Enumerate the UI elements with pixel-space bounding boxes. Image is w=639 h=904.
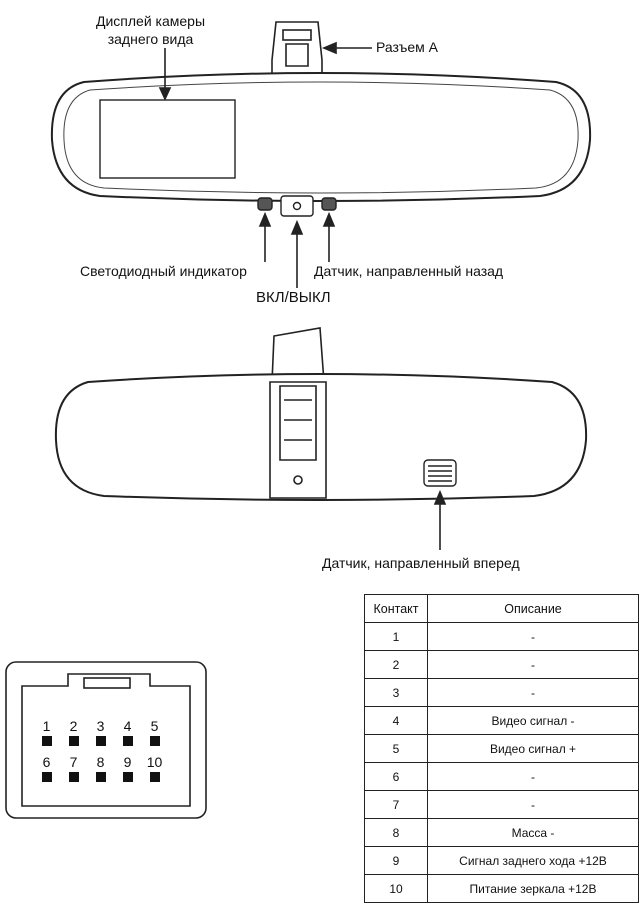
table-row: 2- [364, 650, 639, 679]
pin-number: 4 [123, 718, 132, 734]
rear-sensor-icon [321, 197, 337, 211]
connector-a-label: Разъем А [376, 39, 439, 55]
description-cell: Масса - [427, 818, 639, 847]
connector-a-mount [271, 21, 323, 77]
pin-number: 6 [42, 754, 51, 770]
front-sensor-label: Датчик, направленный вперед [322, 555, 520, 571]
pin-number: 7 [69, 754, 78, 770]
table-row: 3- [364, 678, 639, 707]
contact-cell: 7 [364, 790, 428, 819]
contact-cell: 1 [364, 622, 428, 651]
description-cell: Видео сигнал + [427, 734, 639, 763]
pin-number: 3 [96, 718, 105, 734]
pin-number: 8 [96, 754, 105, 770]
contact-cell: 2 [364, 650, 428, 679]
led-indicator-label: Светодиодный индикатор [80, 263, 247, 279]
contact-cell: 8 [364, 818, 428, 847]
description-cell: Сигнал заднего хода +12В [427, 846, 639, 875]
description-cell: - [427, 650, 639, 679]
pin-numbers-top: 1 2 3 4 5 [33, 718, 168, 734]
on-off-label: ВКЛ/ВЫКЛ [256, 289, 331, 306]
table-row: 1- [364, 622, 639, 651]
description-cell: Видео сигнал - [427, 706, 639, 735]
contact-cell: 10 [364, 874, 428, 903]
front-sensor-icon [423, 459, 457, 487]
pin-number: 9 [123, 754, 132, 770]
pin-numbers-bottom: 6 7 8 9 10 [33, 754, 168, 770]
contact-header: Контакт [364, 594, 428, 623]
description-cell: Питание зеркала +12В [427, 874, 639, 903]
rear-camera-display-label: Дисплей камеры заднего вида [96, 13, 206, 47]
contact-cell: 4 [364, 706, 428, 735]
pin-number: 5 [150, 718, 159, 734]
rear-sensor-label: Датчик, направленный назад [314, 263, 504, 279]
pin-number: 10 [146, 754, 163, 770]
table-header-row: Контакт Описание [364, 594, 639, 623]
contact-cell: 5 [364, 734, 428, 763]
rear-camera-display [99, 99, 236, 179]
description-cell: - [427, 762, 639, 791]
connector-face [5, 661, 207, 819]
contact-cell: 6 [364, 762, 428, 791]
description-cell: - [427, 622, 639, 651]
table-row: 6- [364, 762, 639, 791]
table-row: 7- [364, 790, 639, 819]
description-header: Описание [427, 594, 639, 623]
pin-number: 1 [42, 718, 51, 734]
contact-cell: 3 [364, 678, 428, 707]
contact-cell: 9 [364, 846, 428, 875]
led-indicator-icon [257, 197, 273, 211]
description-cell: - [427, 790, 639, 819]
description-cell: - [427, 678, 639, 707]
pin-squares [42, 736, 160, 782]
pin-number: 2 [69, 718, 78, 734]
